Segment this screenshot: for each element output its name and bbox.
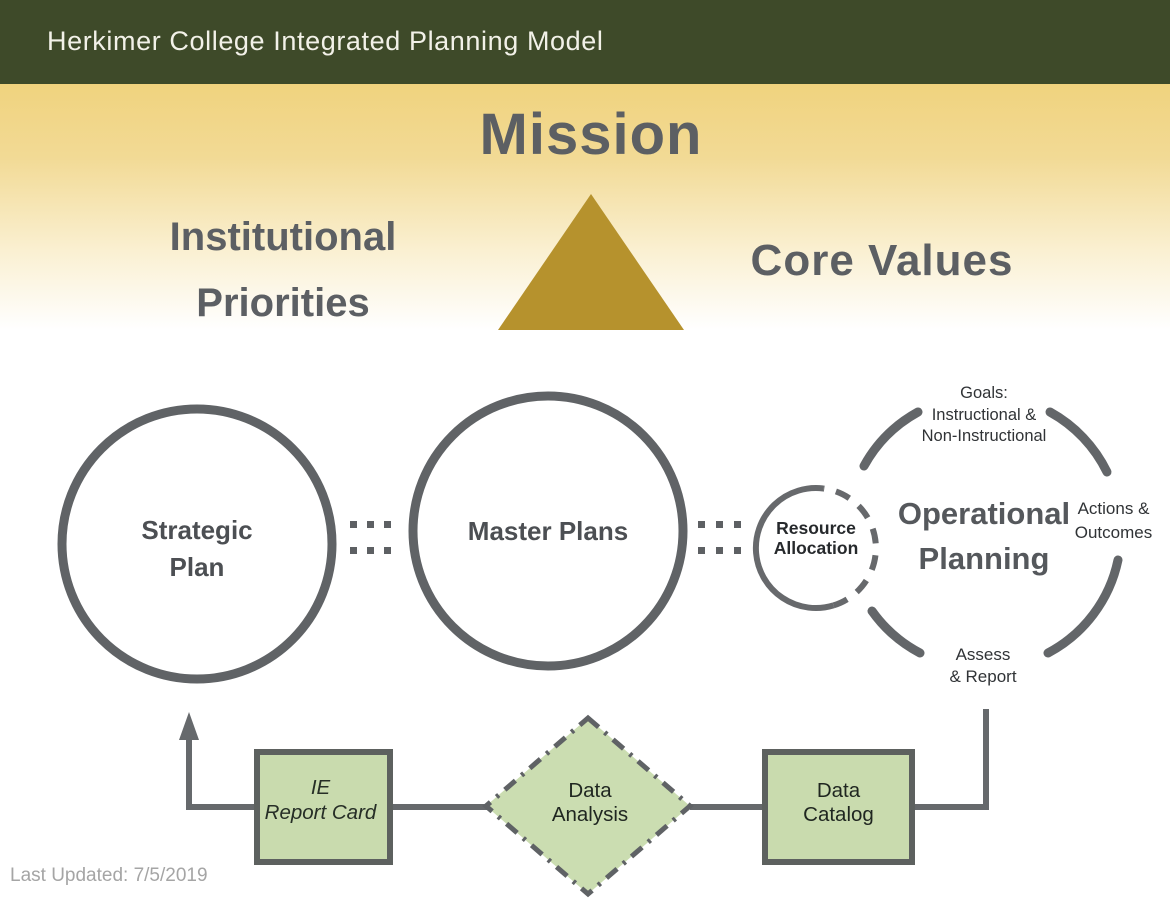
operational-planning-label: Operational Planning [897, 496, 1071, 576]
header-bar: Herkimer College Integrated Planning Mod… [0, 0, 1170, 84]
goals-label: Goals: Instructional & Non-Instructional [921, 384, 1047, 445]
flow-line-catalog-to-assess [912, 709, 989, 810]
ie-report-card-box [254, 749, 393, 865]
page-title: Herkimer College Integrated Planning Mod… [47, 26, 604, 56]
operational-arc-top-left [859, 407, 923, 471]
up-arrow-icon [179, 712, 199, 740]
flow-line-arrow-elbow [186, 736, 257, 810]
mission-triangle-icon [498, 194, 684, 330]
dotted-connector-left [350, 521, 391, 554]
actions-outcomes-label: Actions & Outcomes [1074, 499, 1153, 542]
last-updated-note: Last Updated: 7/5/2019 [10, 865, 208, 886]
operational-arc-top-right [1045, 407, 1112, 477]
data-analysis-label: Data Analysis [551, 779, 629, 826]
strategic-plan-circle [57, 404, 337, 684]
institutional-priorities-label: Institutional Priorities [169, 215, 397, 325]
master-plans-label: Master Plans [467, 516, 629, 546]
mission-title: Mission [479, 102, 703, 167]
resource-allocation-label: Resource Allocation [773, 518, 859, 558]
flow-lines [186, 709, 989, 810]
ie-report-card-label: IE Report Card [264, 776, 377, 824]
resource-allocation-circle-solid [752, 485, 835, 612]
data-catalog-label: Data Catalog [803, 779, 874, 826]
strategic-plan-label: Strategic Plan [141, 515, 253, 582]
operational-arc-bottom-left [867, 606, 925, 658]
resource-allocation-circle-dashed [822, 485, 879, 609]
master-plans-circle [408, 391, 688, 671]
operational-planning-circle [859, 407, 1123, 658]
core-values-label: Core Values [750, 236, 1014, 285]
assess-report-label: Assess & Report [949, 645, 1017, 686]
data-analysis-diamond [482, 714, 694, 898]
operational-arc-bottom-right [1043, 555, 1123, 658]
dotted-connector-right [698, 521, 741, 554]
data-catalog-box [762, 749, 915, 865]
